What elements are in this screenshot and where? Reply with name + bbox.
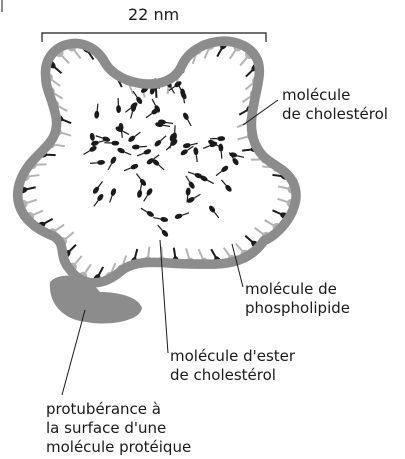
ester-molecule: [94, 103, 100, 118]
ester-molecule: [90, 160, 105, 166]
ester-molecule: [153, 134, 167, 148]
ester-molecule: [174, 211, 190, 220]
ester-molecule: [92, 193, 105, 208]
ester-leader: [160, 240, 168, 353]
ester-molecule: [184, 175, 196, 190]
ester-molecule: [187, 170, 203, 180]
ester-molecule: [215, 165, 230, 178]
label-ester-line-1: molécule d'ester: [170, 347, 295, 366]
protein-leader: [62, 310, 85, 395]
ester-molecule: [229, 152, 245, 160]
ester-molecule: [145, 107, 160, 120]
ester-molecule: [142, 187, 154, 202]
ester-core: [82, 79, 244, 238]
ester-molecule: [124, 101, 139, 114]
label-protein-line-3: molécule protéique: [46, 438, 191, 457]
label-phospholipid: molécule de phospholipide: [245, 280, 350, 318]
label-protein-line-1: protubérance à: [46, 400, 191, 419]
label-cholesterol-line-1: molécule: [282, 86, 388, 105]
ester-molecule: [140, 206, 155, 218]
ester-molecule: [117, 147, 133, 157]
ester-molecule: [106, 156, 117, 171]
label-cholesterol: molécule de cholestérol: [282, 86, 388, 124]
label-ester-line-2: de cholestérol: [170, 366, 295, 385]
label-ester: molécule d'ester de cholestérol: [170, 347, 295, 385]
label-protein: protubérance à la surface d'une molécule…: [46, 400, 191, 457]
label-phospholipid-line-2: phospholipide: [245, 299, 350, 318]
ester-molecule: [132, 144, 147, 150]
label-cholesterol-line-2: de cholestérol: [282, 105, 388, 124]
label-protein-line-2: la surface d'une: [46, 419, 191, 438]
label-phospholipid-line-1: molécule de: [245, 280, 350, 299]
ester-molecule: [123, 163, 139, 173]
ester-molecule: [208, 205, 221, 220]
ester-molecule: [128, 103, 137, 119]
ester-molecule: [182, 112, 193, 127]
ester-molecule: [177, 85, 188, 101]
ester-molecule: [116, 98, 121, 113]
ester-molecule: [156, 223, 170, 237]
ester-molecule: [107, 188, 117, 204]
ester-molecule: [172, 125, 178, 140]
ester-molecule: [153, 215, 169, 222]
ester-molecule: [92, 180, 105, 195]
ester-molecule: [82, 145, 97, 157]
scale-label: 22 nm: [128, 6, 179, 24]
ester-molecule: [127, 130, 142, 143]
ester-molecule: [193, 147, 200, 162]
ester-molecule: [220, 178, 233, 193]
ester-molecule: [136, 148, 152, 158]
